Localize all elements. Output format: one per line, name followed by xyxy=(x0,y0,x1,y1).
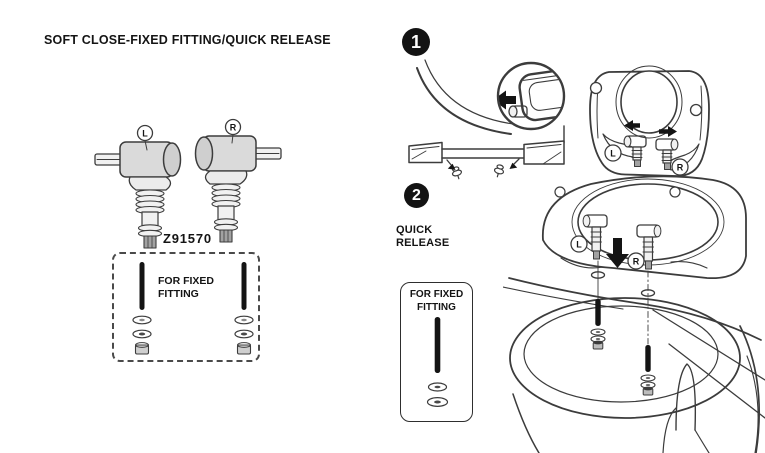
seat-bumper-hole xyxy=(589,81,603,95)
nut-icon xyxy=(134,342,252,355)
step-2-badge: 2 xyxy=(404,183,429,208)
right-fitting xyxy=(655,138,679,170)
right-bolt-assembly xyxy=(640,270,656,396)
hinge-parts-illustration: L R Z91570 xyxy=(94,118,282,249)
seat-edge-arc xyxy=(416,67,512,135)
seat-right-label: R xyxy=(633,257,640,267)
step-2-illustration: L R xyxy=(503,175,765,453)
right-hinge-label-badge xyxy=(224,118,242,136)
washer-icon xyxy=(132,315,254,339)
seat-lowering: L R xyxy=(542,175,747,279)
left-hinge-part: L xyxy=(94,124,182,249)
seat-bumper-hole xyxy=(669,186,681,198)
fixed-fitting-parts-drawing xyxy=(132,262,254,355)
seat-right-label: R xyxy=(677,163,684,173)
seat-bumper-hole xyxy=(554,186,566,198)
step-1-badge: 1 xyxy=(402,28,430,56)
seat-back-edge xyxy=(408,140,565,180)
toilet-pan xyxy=(503,271,765,453)
left-bolt-assembly xyxy=(590,260,606,350)
seat-left-label: L xyxy=(610,149,616,159)
bolt-icon xyxy=(139,262,247,310)
arrow-down-right-icon xyxy=(447,163,456,170)
seat-left-label-badge xyxy=(604,144,622,162)
slide-arrow-right-icon xyxy=(659,126,677,137)
release-arrow-left-icon xyxy=(499,90,516,110)
page-title: SOFT CLOSE-FIXED FITTING/QUICK RELEASE xyxy=(44,33,331,47)
detail-magnifier xyxy=(496,61,566,144)
nut-icon xyxy=(592,340,604,350)
slide-arrow-left-icon xyxy=(624,120,640,131)
step-2-bolt-drawing xyxy=(426,317,449,407)
seat-right-label-badge xyxy=(671,158,689,176)
left-hinge-label-badge xyxy=(136,124,154,142)
left-hinge-label: L xyxy=(142,129,148,139)
fixed-fitting-parts-box: FOR FIXED FITTING xyxy=(112,252,260,362)
nut-icon xyxy=(642,386,654,396)
right-hinge-part: R xyxy=(194,118,282,243)
seat-underside: L R xyxy=(589,65,710,177)
seat-right-label-badge xyxy=(627,252,645,270)
arrow-down-left-icon xyxy=(509,162,518,169)
seat-left-label-badge xyxy=(570,235,588,253)
left-fitting xyxy=(582,214,608,260)
step-2-fixed-fitting-label: FOR FIXED FITTING xyxy=(409,289,464,313)
part-number: Z91570 xyxy=(163,231,212,246)
left-fitting xyxy=(623,135,647,167)
step-2-title: QUICK RELEASE xyxy=(396,224,450,250)
right-hinge-label: R xyxy=(230,123,237,133)
step-2-fixed-fitting-box: FOR FIXED FITTING xyxy=(400,282,473,422)
fixed-fitting-box-label: FOR FIXED FITTING xyxy=(158,275,215,301)
seat-bumper-hole xyxy=(689,103,703,117)
arrow-down-icon xyxy=(606,238,629,268)
hinge-pin-icon xyxy=(493,164,505,178)
bolt-icon xyxy=(645,345,651,372)
bolt-icon xyxy=(595,299,601,326)
seat-left-label: L xyxy=(576,240,582,250)
step-1-illustration: L R xyxy=(408,59,710,180)
right-fitting xyxy=(636,224,662,270)
washer-icon xyxy=(426,382,449,407)
bolt-icon xyxy=(434,317,441,373)
